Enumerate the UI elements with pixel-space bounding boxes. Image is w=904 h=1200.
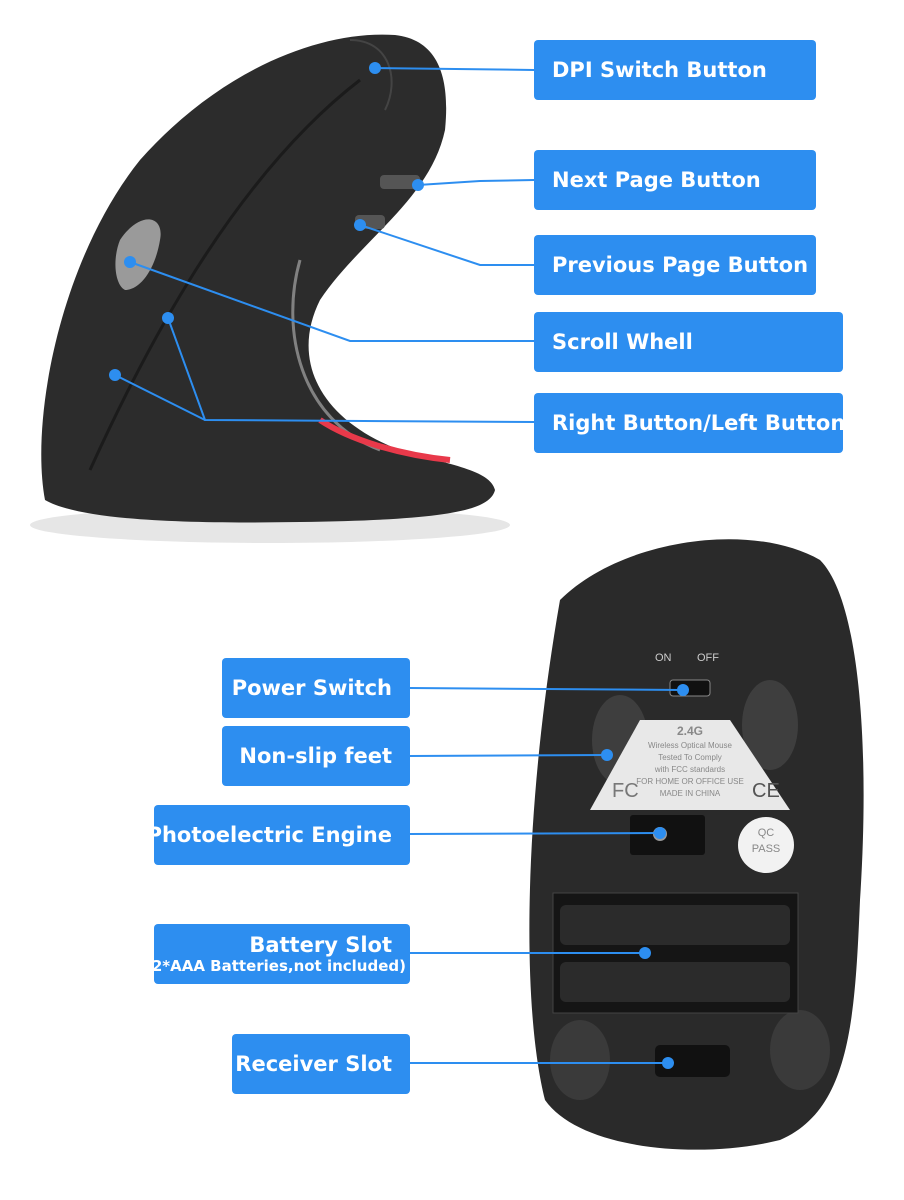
freq-text: 2.4G (676, 724, 703, 738)
leader-dots (109, 62, 689, 1069)
next-page-button-shape (380, 175, 420, 189)
label-next-page: Next Page Button (534, 150, 816, 210)
sticker-line: MADE IN CHINA (659, 789, 721, 798)
leader-lines (114, 67, 684, 1064)
compliance-sticker (590, 720, 790, 810)
label-scroll-wheel: Scroll Whell (534, 312, 843, 372)
dpi-button-outline (349, 39, 393, 111)
button-split-line (88, 78, 361, 471)
battery-cell-2 (560, 962, 790, 1002)
power-switch-shape (669, 679, 711, 697)
label-non-slip-feet: Non-slip feet (222, 726, 410, 786)
label-subtext: (2*AAA Batteries,not included) (144, 957, 406, 975)
label-text: DPI Switch Button (552, 58, 767, 82)
red-led-strip (318, 417, 451, 463)
label-right-left-button: Right Button/Left Button (534, 393, 846, 453)
sticker-line: Wireless Optical Mouse (647, 741, 733, 750)
label-receiver-slot: Receiver Slot (232, 1034, 410, 1094)
label-text: Scroll Whell (552, 330, 693, 354)
label-text: Receiver Slot (235, 1052, 392, 1076)
pass-text: PASS (751, 843, 781, 855)
foot-bottom-right (770, 1010, 830, 1090)
foot-bottom-left (550, 1020, 610, 1100)
sticker-text: Wireless Optical Mouse Tested To Comply … (620, 740, 760, 800)
label-text: Next Page Button (552, 168, 761, 192)
fcc-logo: FC (612, 780, 639, 802)
label-previous-page: Previous Page Button (534, 235, 816, 295)
sensor-window (630, 815, 705, 855)
qc-pass-sticker (738, 817, 794, 873)
qc-pass-text: QC PASS (746, 825, 786, 857)
label-text: Battery Slot (249, 933, 392, 957)
switch-on-text: ON (655, 652, 672, 664)
sticker-line: Tested To Comply (658, 753, 722, 762)
sticker-line: with FCC standards (654, 765, 726, 774)
ce-logo: CE (752, 780, 780, 802)
scroll-wheel (115, 219, 161, 290)
label-text: Previous Page Button (552, 253, 809, 277)
label-text: Power Switch (231, 676, 392, 700)
label-dpi-switch: DPI Switch Button (534, 40, 816, 100)
label-battery-slot: Battery Slot (2*AAA Batteries,not includ… (145, 924, 410, 984)
sticker-line: FOR HOME OR OFFICE USE (636, 777, 744, 786)
label-text: Right Button/Left Button (552, 411, 846, 435)
foot-right (742, 680, 798, 770)
receiver-slot-shape (655, 1045, 730, 1077)
label-power-switch: Power Switch (222, 658, 410, 718)
label-text: Non-slip feet (239, 744, 392, 768)
mouse-top-body (41, 34, 496, 523)
qc-text: QC (757, 827, 775, 839)
battery-cell-1 (560, 905, 790, 945)
label-photoelectric-engine: Photoelectric Engine (147, 805, 410, 865)
switch-off-text: OFF (697, 652, 719, 664)
label-text: Photoelectric Engine (146, 823, 392, 847)
